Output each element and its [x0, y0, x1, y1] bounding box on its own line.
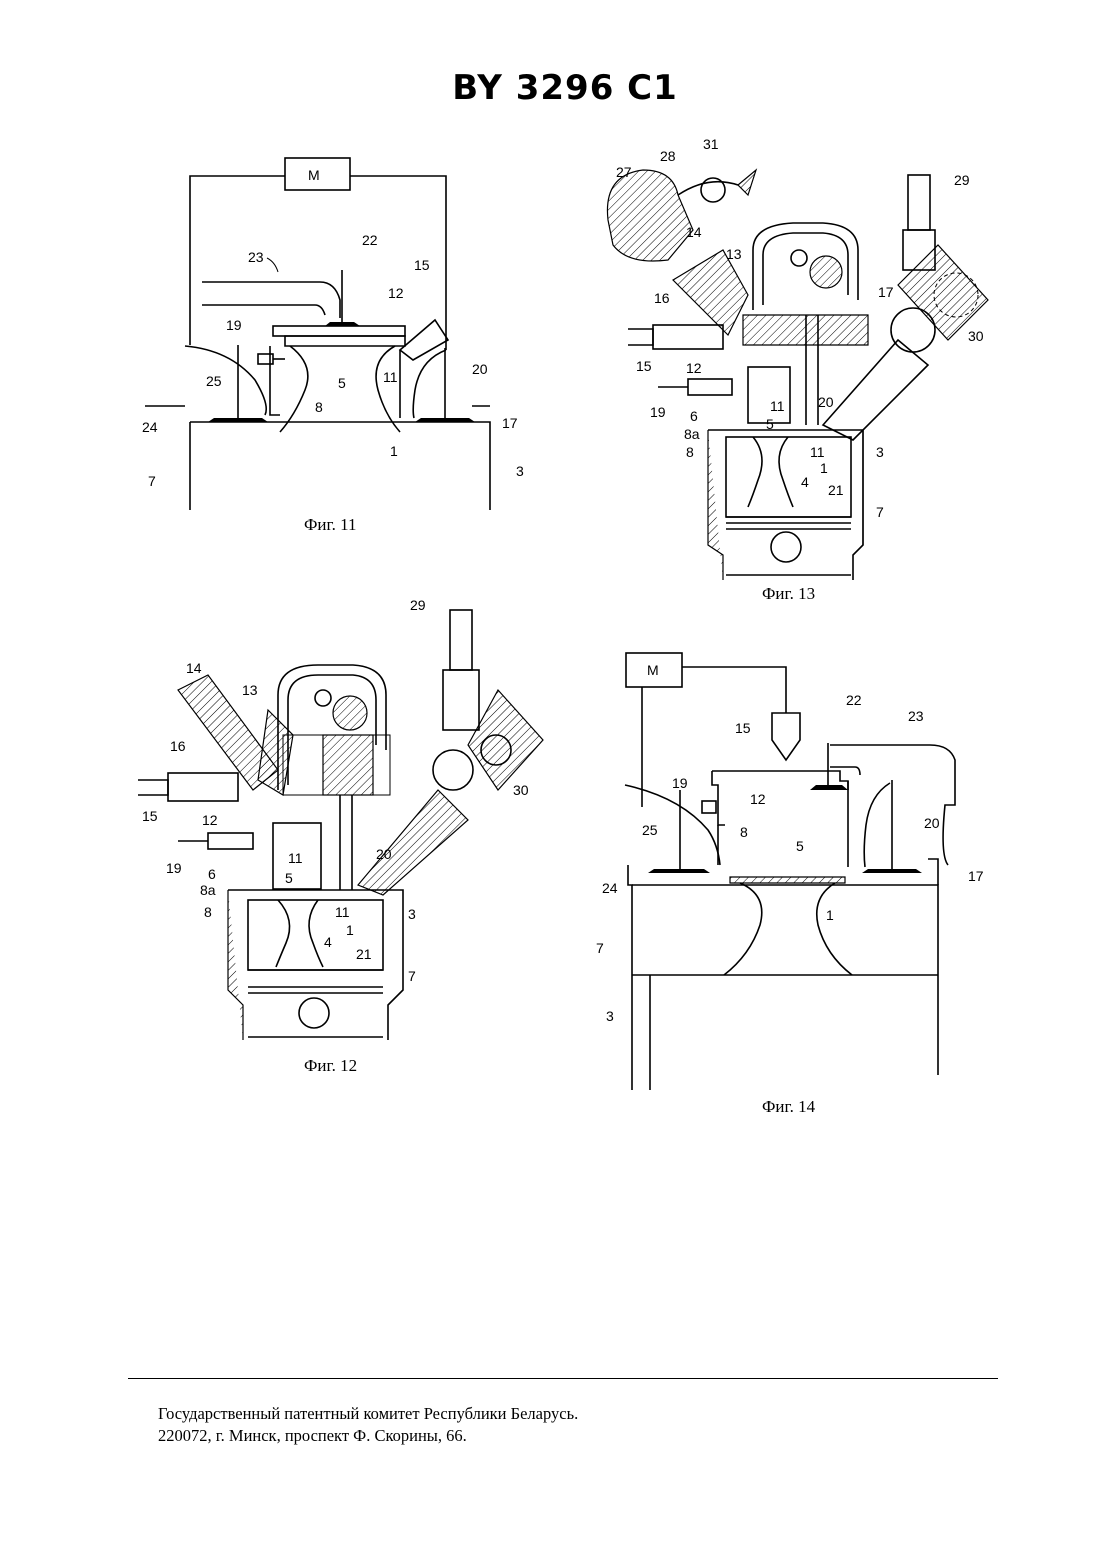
figure-12-caption: Фиг. 12 [304, 1056, 357, 1076]
motor-box-label: M [647, 662, 659, 678]
figure-13: 31 28 27 29 14 13 16 17 30 15 12 19 11 6… [598, 135, 998, 580]
label-31: 31 [703, 136, 719, 152]
label-8: 8 [315, 399, 323, 415]
label-3: 3 [408, 906, 416, 922]
label-23: 23 [248, 249, 264, 265]
label-21: 21 [356, 946, 372, 962]
label-8a: 8a [200, 882, 216, 898]
label-15: 15 [636, 358, 652, 374]
label-12: 12 [750, 791, 766, 807]
label-5: 5 [796, 838, 804, 854]
label-4: 4 [324, 934, 332, 950]
label-3: 3 [606, 1008, 614, 1024]
label-19: 19 [672, 775, 688, 791]
label-15: 15 [414, 257, 430, 273]
label-22: 22 [362, 232, 378, 248]
label-14: 14 [186, 660, 202, 676]
motor-box-label: M [308, 167, 320, 183]
label-13: 13 [242, 682, 258, 698]
label-11: 11 [383, 369, 398, 385]
label-1: 1 [390, 443, 398, 459]
label-5: 5 [766, 416, 774, 432]
label-19: 19 [650, 404, 666, 420]
label-15: 15 [735, 720, 751, 736]
label-7: 7 [596, 940, 604, 956]
label-20: 20 [924, 815, 940, 831]
label-4: 4 [801, 474, 809, 490]
label-11: 11 [770, 398, 785, 414]
label-8: 8 [740, 824, 748, 840]
label-17: 17 [878, 284, 894, 300]
label-1: 1 [826, 907, 834, 923]
label-3: 3 [516, 463, 524, 479]
footer-line-2: 220072, г. Минск, проспект Ф. Скорины, 6… [158, 1425, 578, 1447]
label-1: 1 [820, 460, 828, 476]
label-7: 7 [408, 968, 416, 984]
label-25: 25 [206, 373, 222, 389]
label-5: 5 [338, 375, 346, 391]
figure-14: M 22 23 15 19 12 25 8 20 5 24 17 7 1 3 [590, 645, 1000, 1095]
label-24: 24 [602, 880, 618, 896]
label-12: 12 [686, 360, 702, 376]
label-1: 1 [346, 922, 354, 938]
label-6: 6 [690, 408, 698, 424]
label-12: 12 [388, 285, 404, 301]
label-22: 22 [846, 692, 862, 708]
label-28: 28 [660, 148, 676, 164]
figure-13-caption: Фиг. 13 [762, 584, 815, 604]
label-17: 17 [502, 415, 518, 431]
label-19: 19 [166, 860, 182, 876]
label-19: 19 [226, 317, 242, 333]
label-23: 23 [908, 708, 924, 724]
label-3: 3 [876, 444, 884, 460]
label-13: 13 [726, 246, 742, 262]
label-25: 25 [642, 822, 658, 838]
label-15: 15 [142, 808, 158, 824]
label-7: 7 [148, 473, 156, 489]
label-8a: 8a [684, 426, 700, 442]
figure-12: 29 14 13 16 15 30 12 19 11 20 6 8a 5 8 1… [128, 595, 548, 1050]
label-6: 6 [208, 866, 216, 882]
figure-14-caption: Фиг. 14 [762, 1097, 815, 1117]
label-11b: 11 [335, 904, 350, 920]
label-20: 20 [472, 361, 488, 377]
label-27: 27 [616, 164, 632, 180]
footer: Государственный патентный комитет Респуб… [158, 1403, 578, 1447]
label-8: 8 [204, 904, 212, 920]
document-number: BY 3296 C1 [0, 68, 1100, 108]
label-30: 30 [513, 782, 529, 798]
label-5: 5 [285, 870, 293, 886]
label-12: 12 [202, 812, 218, 828]
figure-11: M 23 22 15 12 19 5 11 20 25 8 24 17 1 7 … [130, 150, 530, 520]
label-20: 20 [818, 394, 834, 410]
label-11b: 11 [810, 444, 825, 460]
label-14: 14 [686, 224, 702, 240]
label-30: 30 [968, 328, 984, 344]
label-29: 29 [954, 172, 970, 188]
label-17: 17 [968, 868, 984, 884]
label-29: 29 [410, 597, 426, 613]
label-8: 8 [686, 444, 694, 460]
figure-11-caption: Фиг. 11 [304, 515, 356, 535]
footer-divider [128, 1378, 998, 1379]
label-24: 24 [142, 419, 158, 435]
label-16: 16 [170, 738, 186, 754]
label-21: 21 [828, 482, 844, 498]
footer-line-1: Государственный патентный комитет Респуб… [158, 1403, 578, 1425]
label-11: 11 [288, 850, 303, 866]
label-20: 20 [376, 846, 392, 862]
label-7: 7 [876, 504, 884, 520]
label-16: 16 [654, 290, 670, 306]
